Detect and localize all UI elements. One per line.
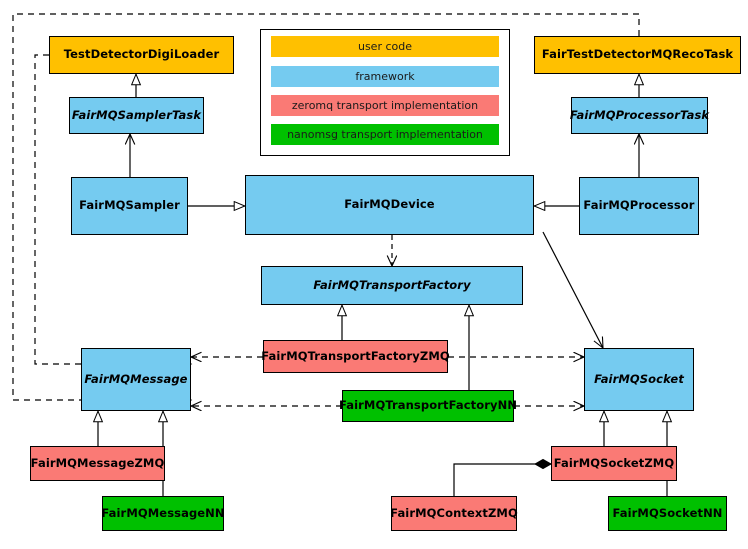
- class-node-label: FairMQTransportFactoryNN: [338, 398, 518, 413]
- class-node-label: FairMQMessage: [84, 371, 188, 386]
- edge-recotask-to-message: [12, 13, 640, 400]
- class-node-label: FairMQSocket: [594, 371, 684, 386]
- class-node-fairmqprocessor[interactable]: FairMQProcessor: [579, 177, 699, 235]
- class-node-label: FairMQSampler: [79, 198, 180, 213]
- class-node-fairmqprocessortask[interactable]: FairMQProcessorTask: [569, 97, 710, 134]
- class-node-label: FairMQMessageNN: [101, 505, 225, 520]
- class-node-fairmqsocket[interactable]: FairMQSocket: [584, 348, 694, 411]
- class-node-label: FairMQTransportFactoryZMQ: [261, 348, 450, 363]
- class-node-fairmqmessagenn[interactable]: FairMQMessageNN: [101, 496, 225, 531]
- class-node-fairmqsamplertask[interactable]: FairMQSamplerTask: [69, 97, 204, 134]
- class-node-fairmqsampler[interactable]: FairMQSampler: [71, 177, 188, 235]
- edge-device-to-socket: [542, 231, 603, 348]
- class-node-label: FairMQContextZMQ: [390, 505, 518, 520]
- class-node-label: FairMQSocketZMQ: [553, 455, 675, 470]
- legend-item-user-code: user code: [271, 36, 499, 57]
- legend-item-label: user code: [357, 40, 413, 53]
- class-node-fairmqsocketzmq[interactable]: FairMQSocketZMQ: [551, 446, 677, 481]
- class-node-label: FairMQSamplerTask: [71, 107, 202, 122]
- class-node-fairmqtransportfactorynn[interactable]: FairMQTransportFactoryNN: [338, 390, 518, 422]
- class-node-label: FairMQDevice: [344, 197, 435, 212]
- class-node-testdetectordigiloader[interactable]: TestDetectorDigiLoader: [49, 36, 234, 74]
- class-node-label: FairMQProcessorTask: [569, 107, 710, 122]
- class-node-fairmqsocketnn[interactable]: FairMQSocketNN: [608, 496, 727, 531]
- legend-item-framework: framework: [271, 66, 499, 87]
- legend-item-label: nanomsg transport implementation: [287, 128, 483, 141]
- class-node-fairmqmessagezmq[interactable]: FairMQMessageZMQ: [30, 446, 165, 481]
- class-node-label: FairTestDetectorMQRecoTask: [541, 47, 734, 62]
- class-node-label: TestDetectorDigiLoader: [63, 47, 220, 62]
- class-node-label: FairMQProcessor: [583, 198, 695, 213]
- legend-item-label: framework: [355, 70, 415, 83]
- class-node-fairmqmessage[interactable]: FairMQMessage: [81, 348, 191, 411]
- class-node-fairmqdevice[interactable]: FairMQDevice: [245, 175, 534, 235]
- class-node-label: FairMQTransportFactory: [313, 277, 471, 292]
- class-node-fairmqtransportfactoryzmq[interactable]: FairMQTransportFactoryZMQ: [261, 340, 450, 373]
- class-node-fairmqcontextzmq[interactable]: FairMQContextZMQ: [390, 496, 518, 531]
- legend-item-zeromq: zeromq transport implementation: [271, 95, 499, 116]
- class-node-label: FairMQMessageZMQ: [30, 455, 165, 470]
- class-node-fairtestdetectormqrecotask[interactable]: FairTestDetectorMQRecoTask: [534, 36, 741, 74]
- legend-item-label: zeromq transport implementation: [291, 99, 479, 112]
- legend-item-nanomsg: nanomsg transport implementation: [271, 124, 499, 145]
- class-node-fairmqtransportfactory[interactable]: FairMQTransportFactory: [261, 266, 523, 305]
- class-node-label: FairMQSocketNN: [612, 505, 723, 520]
